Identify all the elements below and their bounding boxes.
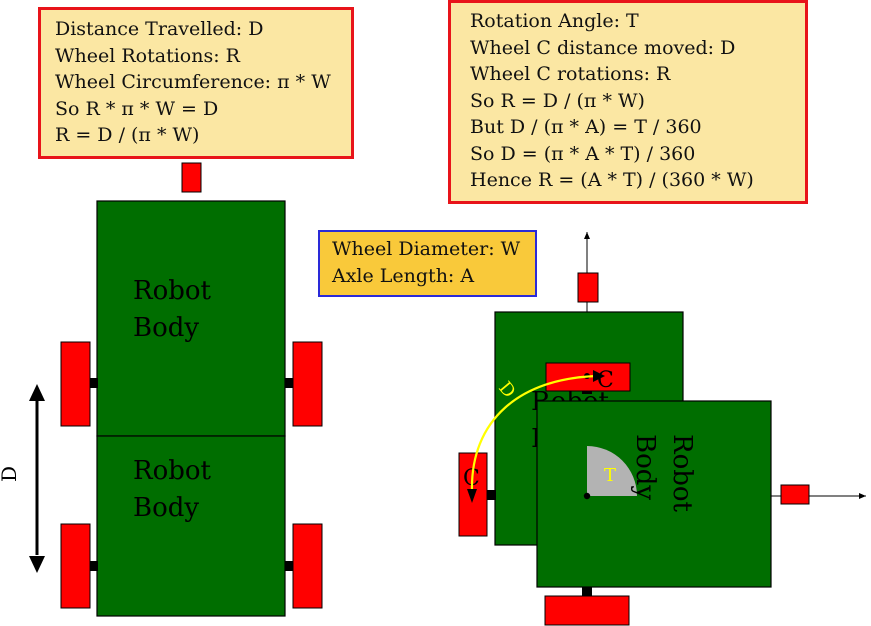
right-robot: Robot Body C Robot Body T C D <box>458 232 866 626</box>
robot-body-label: Body <box>133 313 199 343</box>
wheel <box>60 341 91 427</box>
origin-dot <box>583 492 591 500</box>
wheel-c-arc-head-start <box>467 489 477 503</box>
distance-arrow-head-down <box>29 556 45 573</box>
note-line: So R * π * W = D <box>55 97 219 120</box>
note-line: Wheel C rotations: R <box>470 63 671 85</box>
left-robot: Robot Body Robot Body D <box>0 162 323 617</box>
axle <box>285 378 294 388</box>
note-line: So D = (π * A * T) / 360 <box>470 142 696 165</box>
note-line: So R = D / (π * W) <box>470 89 645 112</box>
wheel <box>292 523 323 609</box>
axle <box>89 378 98 388</box>
axle <box>89 561 98 571</box>
note-line: Hence R = (A * T) / (360 * W) <box>470 169 754 191</box>
note-line: R = D / (π * W) <box>55 124 200 146</box>
front-wheel <box>577 272 599 303</box>
wheel-c-arc <box>470 374 599 493</box>
note-line: Axle Length: A <box>332 264 475 287</box>
robot-body-start <box>96 200 286 437</box>
distance-label: D <box>0 466 21 482</box>
distance-arrow-head-up <box>29 384 45 401</box>
angle-sector <box>587 446 637 496</box>
note-line: But D / (π * A) = T / 360 <box>470 116 702 138</box>
note-line: Rotation Angle: T <box>470 10 639 32</box>
note-line: Wheel C distance moved: D <box>470 36 736 59</box>
note-line: Wheel Circumference: π * W <box>55 71 331 93</box>
axle <box>582 587 592 597</box>
right-formula-box: Rotation Angle: T Wheel C distance moved… <box>448 0 808 204</box>
wheel <box>60 523 91 609</box>
front-wheel <box>181 162 202 193</box>
wheel <box>292 341 323 427</box>
front-wheel <box>780 484 810 505</box>
robot-body-label: Robot <box>133 456 212 486</box>
note-line: Wheel Rotations: R <box>55 44 240 67</box>
axle <box>285 561 294 571</box>
robot-body-label: Robot <box>667 434 697 513</box>
wheel <box>544 595 630 626</box>
angle-label: T <box>604 465 616 486</box>
wheel-c-label: C <box>597 368 614 393</box>
robot-body-label: Body <box>133 493 199 523</box>
robot-body-label: Body <box>630 434 660 500</box>
note-line: Wheel Diameter: W <box>332 238 521 260</box>
left-formula-box: Distance Travelled: D Wheel Rotations: R… <box>38 7 354 159</box>
robot-body-end <box>96 435 286 617</box>
axle <box>487 490 496 500</box>
robot-body-label: Robot <box>133 276 212 306</box>
note-line: Distance Travelled: D <box>55 18 264 40</box>
robot-body-rotated <box>536 400 772 588</box>
dimension-legend-box: Wheel Diameter: W Axle Length: A <box>318 230 537 297</box>
wheel-c-arc-head-end <box>593 370 605 382</box>
